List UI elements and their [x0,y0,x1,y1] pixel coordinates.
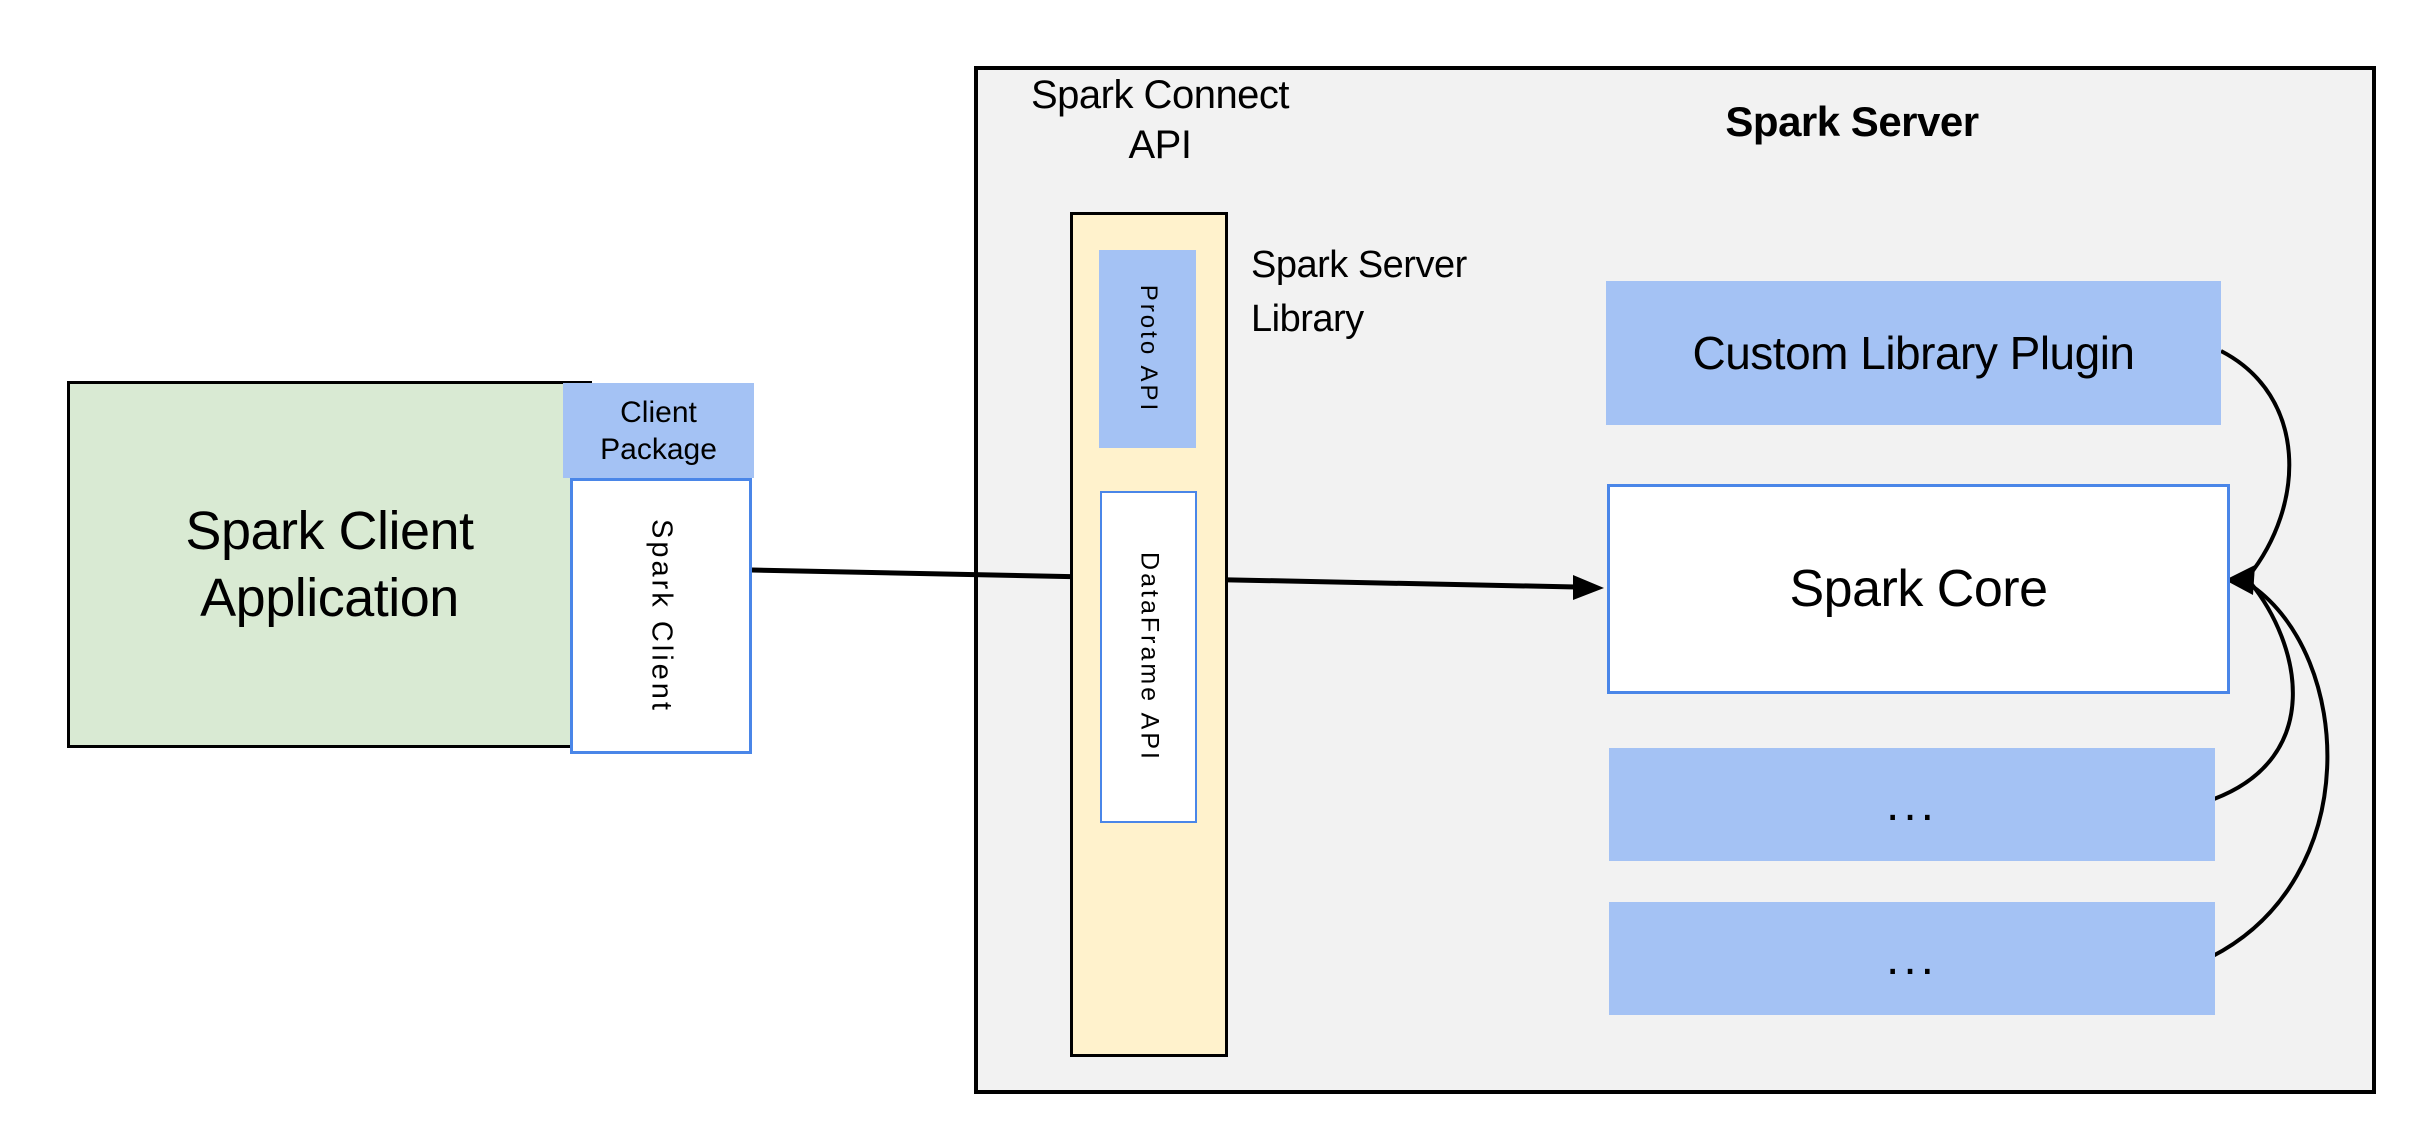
plugin-placeholder-box-2: ... [1609,902,2215,1015]
spark-client-label: Spark Client [645,519,678,713]
spark-client-box: Spark Client [570,478,752,754]
spark-core-label: Spark Core [1789,560,2049,618]
spark-server-library-label: Spark Server Library [1251,238,1571,346]
client-package-label-line1: Client [620,395,697,429]
spark-core-box: Spark Core [1607,484,2230,694]
proto-api-label: Proto API [1134,284,1162,414]
spark-connect-api-label-line1: Spark Connect [1030,73,1290,117]
spark-client-application-box: Spark Client Application [67,381,592,748]
spark-connect-api-label: Spark Connect API [985,70,1335,170]
client-package-label: Client Package [600,394,717,468]
spark-server-title: Spark Server [1725,98,1979,145]
spark-server-library-label-line2: Library [1251,298,1364,340]
spark-client-application-label-line1: Spark Client [185,500,474,561]
spark-client-application-label: Spark Client Application [185,498,474,632]
client-package-label-line2: Package [600,432,717,466]
client-package-box: Client Package [563,383,754,478]
plugin-placeholder-2-label: ... [1885,932,1938,985]
spark-client-application-label-line2: Application [200,567,459,628]
spark-connect-api-label-line2: API [1128,123,1192,167]
custom-library-plugin-box: Custom Library Plugin [1606,281,2221,425]
dataframe-api-box: DataFrame API [1100,491,1197,823]
spark-server-library-label-line1: Spark Server [1251,244,1467,286]
custom-library-plugin-label: Custom Library Plugin [1692,327,2135,379]
plugin-placeholder-box-1: ... [1609,748,2215,861]
proto-api-box: Proto API [1099,250,1196,448]
dataframe-api-label: DataFrame API [1135,552,1163,762]
plugin-placeholder-1-label: ... [1885,778,1938,831]
